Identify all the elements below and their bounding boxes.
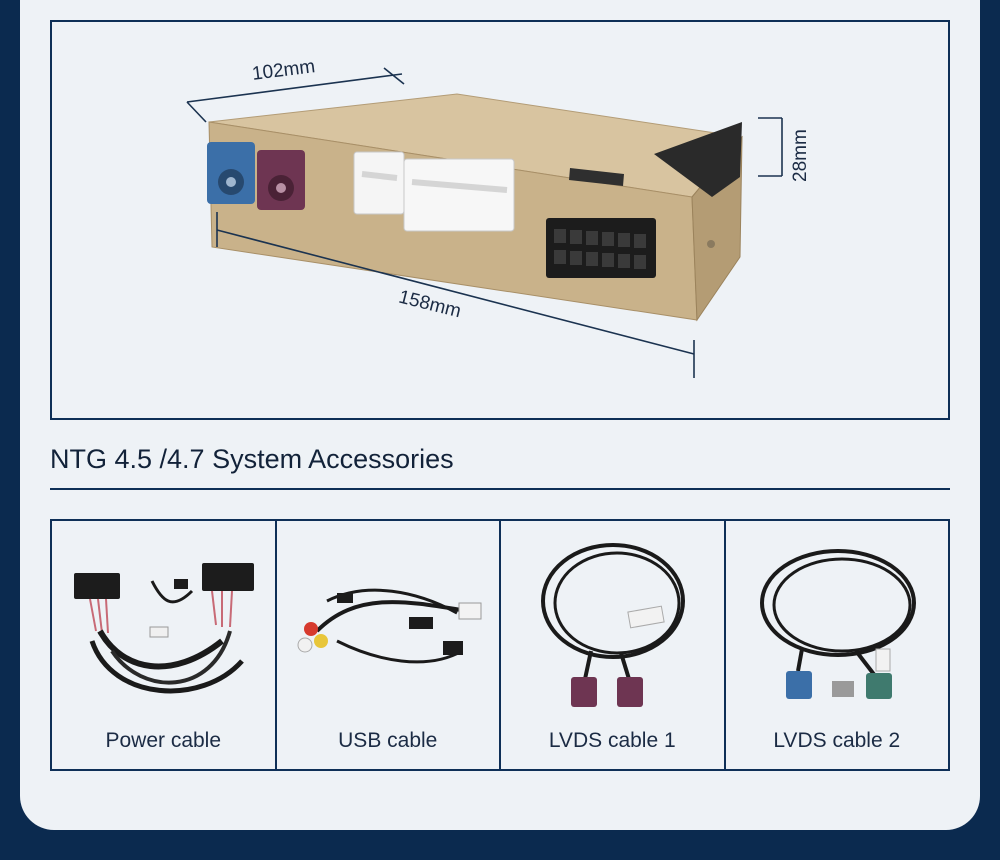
usb-cable-label: USB cable — [338, 729, 438, 752]
power-cable-label: Power cable — [105, 729, 222, 752]
section-title: NTG 4.5 /4.7 System Accessories — [50, 444, 454, 474]
accessory-lvds-cable-1: LVDS cable 1 — [501, 521, 726, 769]
lvds-cable-2-label: LVDS cable 2 — [773, 729, 901, 752]
accessories-grid: Power cable USB cable LVDS cable — [50, 519, 950, 771]
width-dimension-line — [186, 73, 403, 103]
power-cable-image — [74, 563, 254, 694]
height-dimension-label: 28mm — [790, 129, 811, 182]
interface-box-image — [186, 67, 783, 378]
lvds-cable-1-label: LVDS cable 1 — [548, 729, 676, 752]
usb-cable-image — [297, 588, 481, 664]
section-divider — [50, 488, 950, 490]
length-dimension-line — [216, 229, 695, 355]
white-connector-large — [403, 158, 515, 232]
accessory-usb-cable: USB cable — [277, 521, 501, 769]
product-image-frame: 102mm 158mm 28mm — [50, 20, 950, 420]
accessory-lvds-cable-2: LVDS cable 2 — [726, 521, 949, 769]
accessory-power-cable: Power cable — [52, 521, 277, 769]
lvds-cable-2-image — [759, 549, 916, 699]
white-connector-small — [353, 151, 405, 215]
lvds-cable-1-image — [541, 543, 685, 707]
